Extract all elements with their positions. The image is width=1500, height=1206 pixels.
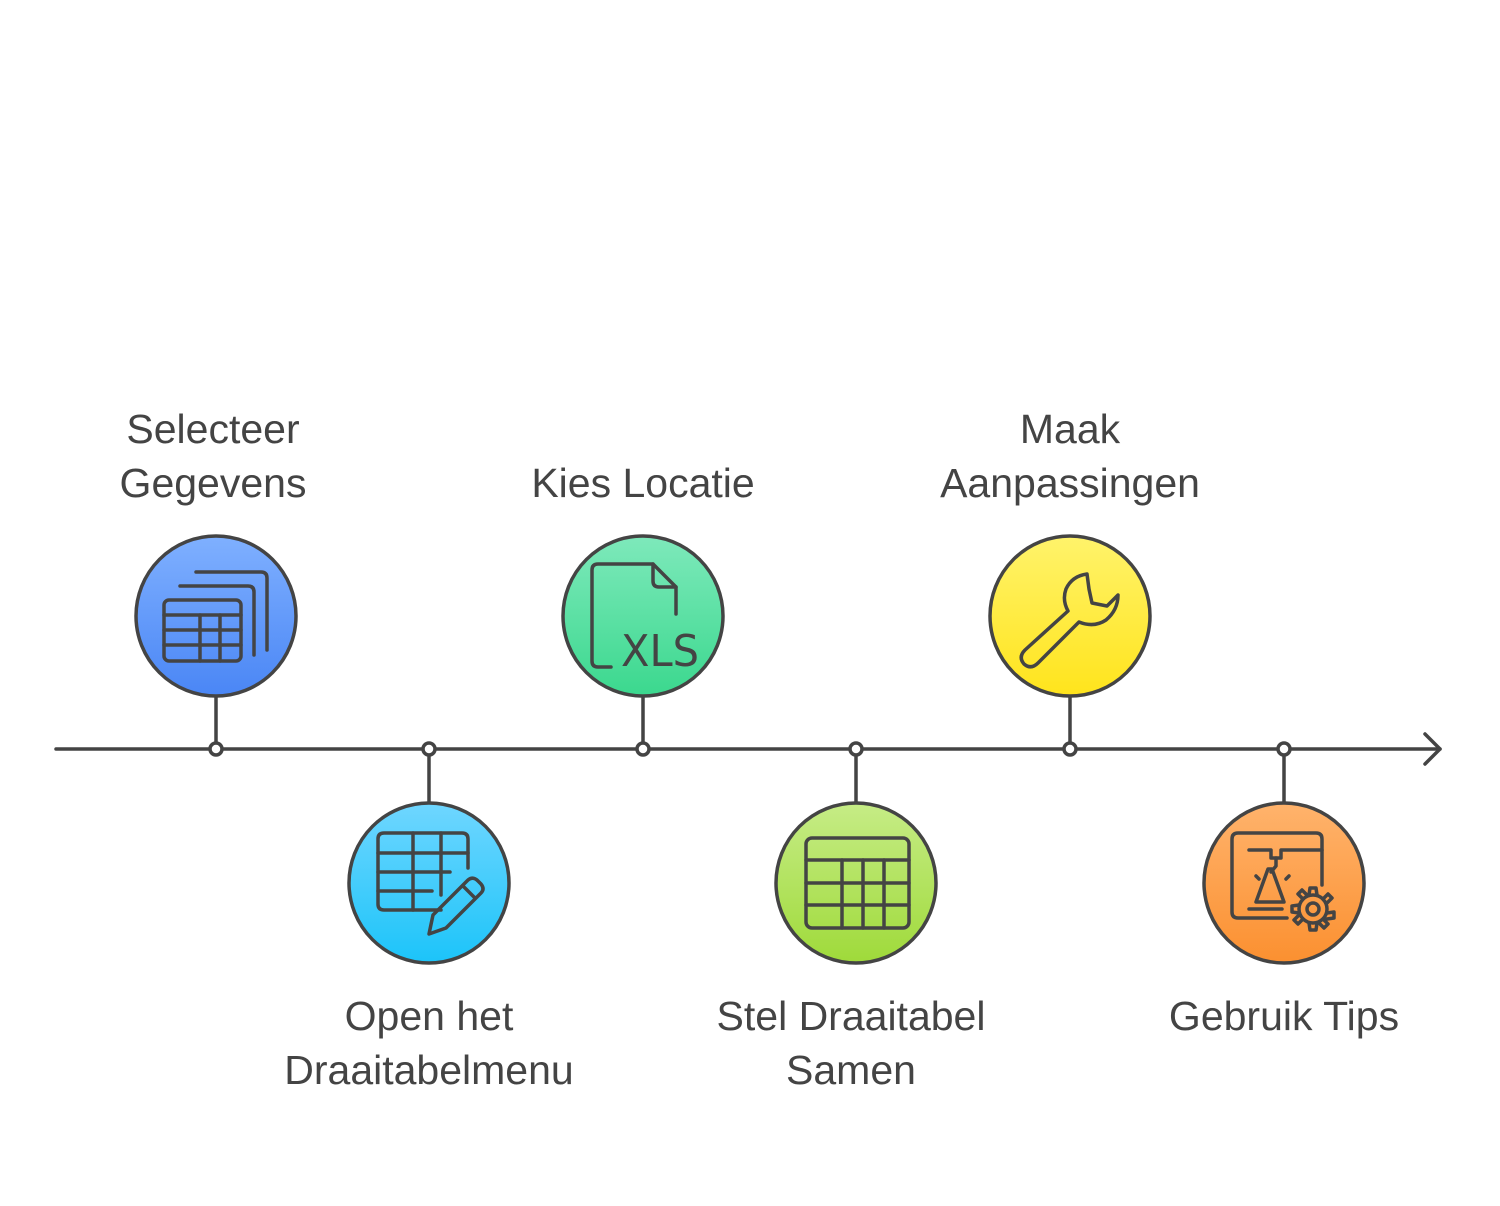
step-label-line: Open het: [344, 993, 514, 1039]
step-label-line: [443, 402, 843, 456]
axis-dot-selecteer: [208, 741, 224, 757]
axis-dot-kies: [635, 741, 651, 757]
step-label-selecteer: Selecteer Gegevens: [13, 402, 413, 510]
step-label-line: Stel Draaitabel: [716, 993, 986, 1039]
timeline-arrow-head: [1423, 732, 1442, 766]
step-label-line: Selecteer: [126, 406, 300, 452]
axis-dot-open: [421, 741, 437, 757]
step-circle-tips: [1202, 801, 1366, 965]
step-label-stel: Stel Draaitabel Samen: [651, 989, 1051, 1097]
table-edit-icon: [376, 831, 485, 936]
step-label-line: Gebruik Tips: [1168, 993, 1400, 1039]
tips-settings-icon: [1230, 831, 1336, 932]
axis-dot-stel: [848, 741, 864, 757]
axis-dot-maak: [1062, 741, 1078, 757]
step-circle-open: [347, 801, 511, 965]
stacked-table-icon: [162, 570, 269, 663]
step-label-line: Aanpassingen: [940, 460, 1200, 506]
xls-file-icon-text: XLS: [621, 626, 699, 677]
xls-file-icon: [590, 562, 678, 669]
step-label-kies: Kies Locatie: [443, 402, 843, 510]
step-label-line: Maak: [1019, 406, 1121, 452]
step-circle-maak: [988, 534, 1152, 698]
step-label-line: Kies Locatie: [531, 460, 755, 506]
step-label-open: Open het Draaitabelmenu: [229, 989, 629, 1097]
step-label-line: Gegevens: [119, 460, 307, 506]
table-grid-icon: [804, 836, 911, 930]
step-label-tips: Gebruik Tips: [1084, 989, 1484, 1097]
step-label-line: [1084, 1043, 1484, 1097]
axis-dot-tips: [1276, 741, 1292, 757]
step-label-maak: Maak Aanpassingen: [870, 402, 1270, 510]
step-circle-kies: [561, 534, 725, 698]
step-label-line: Samen: [786, 1047, 916, 1093]
wrench-icon: [1019, 572, 1120, 669]
step-label-line: Draaitabelmenu: [284, 1047, 574, 1093]
